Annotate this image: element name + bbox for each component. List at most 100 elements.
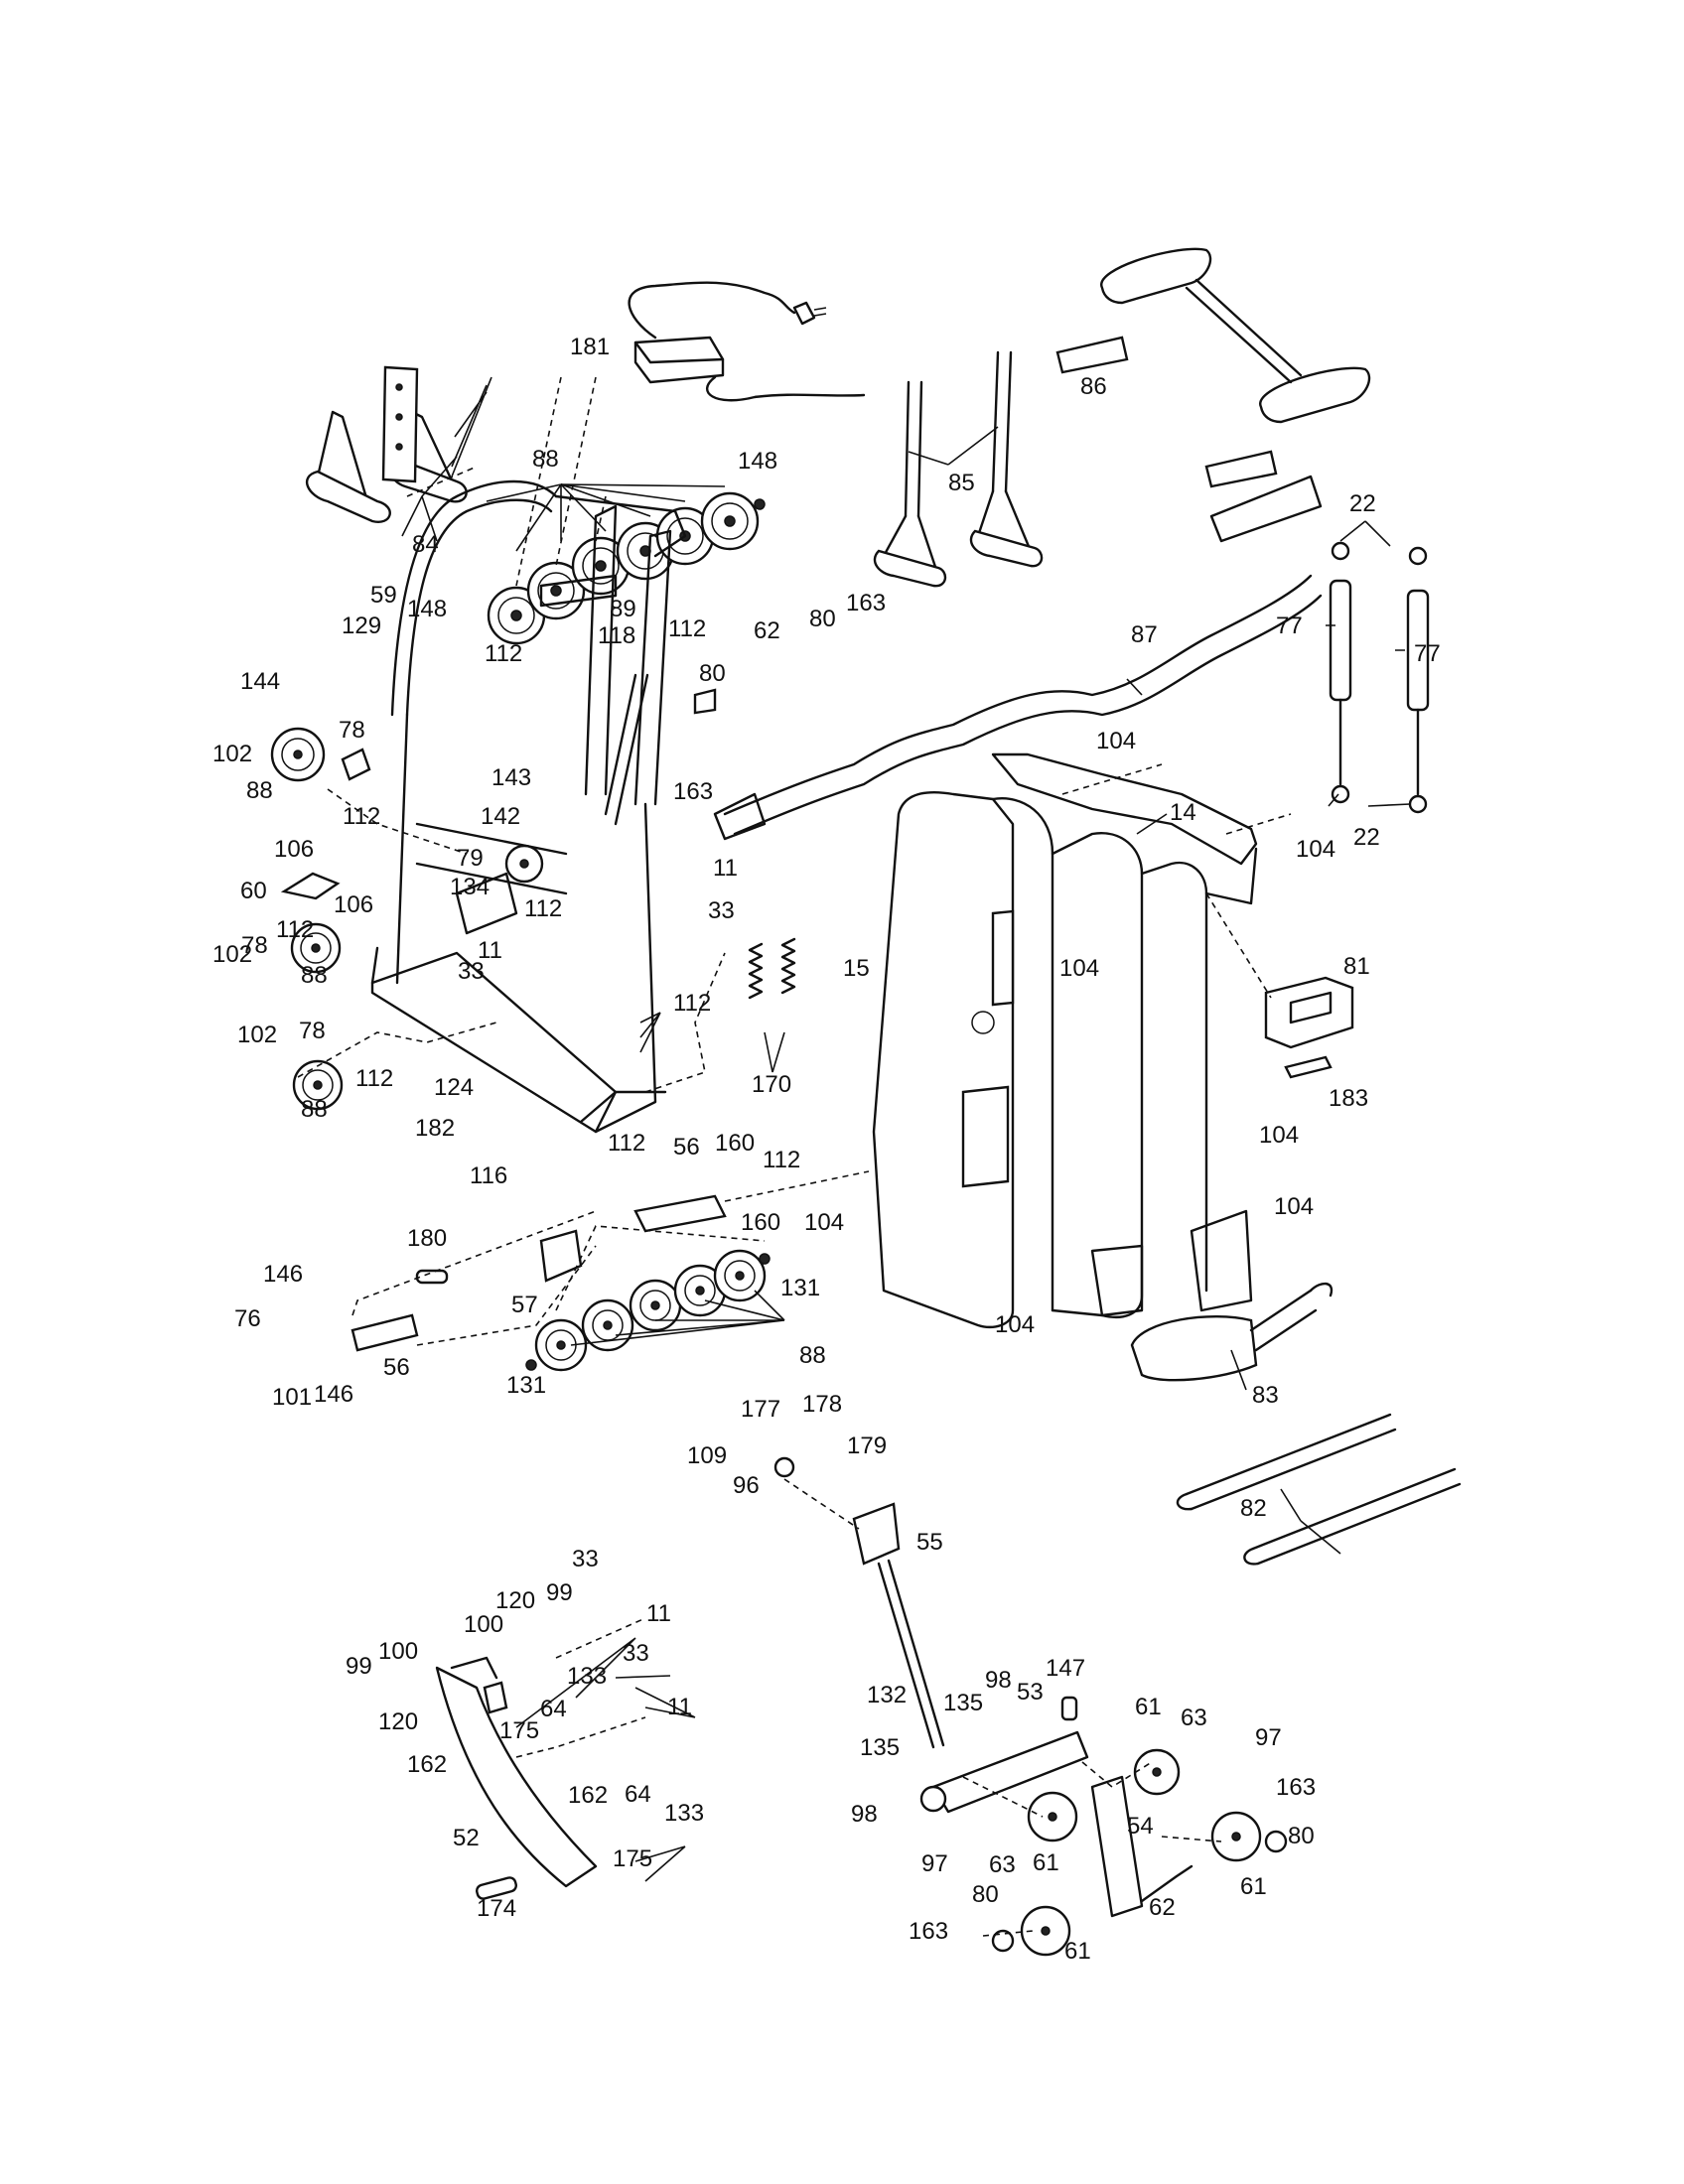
label-112-b: 112 (485, 640, 522, 667)
label-22-top: 22 (1349, 490, 1376, 517)
label-170: 170 (752, 1071, 791, 1098)
frame-124-part (370, 479, 687, 1134)
label-80-b: 80 (699, 660, 726, 687)
label-53: 53 (1017, 1679, 1044, 1706)
label-144: 144 (240, 668, 280, 695)
label-99: 99 (546, 1579, 573, 1606)
label-112-c: 112 (343, 803, 380, 830)
label-109: 109 (687, 1442, 727, 1469)
label-162: 162 (407, 1751, 447, 1778)
label-33-b: 33 (458, 958, 485, 985)
label-79: 79 (457, 845, 484, 872)
label-147: 147 (1046, 1655, 1085, 1682)
label-80-c: 80 (1288, 1823, 1315, 1849)
label-62-b: 62 (1149, 1894, 1176, 1921)
label-163-c: 163 (1276, 1774, 1316, 1801)
label-174: 174 (477, 1895, 516, 1922)
label-102-b: 102 (212, 941, 252, 968)
label-146-b: 146 (314, 1381, 353, 1408)
label-14: 14 (1170, 799, 1196, 826)
label-100: 100 (464, 1611, 503, 1638)
label-97: 97 (1255, 1724, 1282, 1751)
part-labels: 181 86 88 148 84 85 22 59 148 89 112 118… (212, 334, 1441, 1965)
label-135: 135 (943, 1690, 983, 1716)
label-11-d: 11 (667, 1694, 692, 1720)
label-146: 146 (263, 1261, 303, 1288)
label-182: 182 (415, 1115, 455, 1142)
label-63: 63 (1181, 1705, 1207, 1731)
label-112-h: 112 (608, 1130, 645, 1157)
label-89: 89 (610, 596, 636, 622)
label-98: 98 (985, 1667, 1012, 1694)
arm-52-part (435, 1656, 598, 1900)
label-33: 33 (708, 897, 735, 924)
label-178: 178 (802, 1391, 842, 1418)
alignment-lines (297, 376, 1292, 1937)
label-60: 60 (240, 878, 267, 904)
label-82: 82 (1240, 1495, 1267, 1522)
label-62: 62 (754, 617, 780, 644)
label-76: 76 (234, 1305, 261, 1332)
label-163-d: 163 (909, 1918, 948, 1945)
label-56: 56 (673, 1134, 700, 1160)
label-11: 11 (713, 855, 738, 882)
label-104-b: 104 (1296, 836, 1335, 863)
discs-61-part (991, 1748, 1288, 1957)
bracket-81-part (1264, 976, 1354, 1079)
strap-handles-85-part (873, 350, 1044, 588)
springs-170-part (748, 937, 796, 1000)
label-78-c: 78 (299, 1018, 326, 1044)
label-11-b: 11 (478, 937, 502, 964)
straps-82-part (1176, 1413, 1462, 1566)
label-78-b: 78 (241, 932, 268, 959)
label-104-f: 104 (804, 1209, 844, 1236)
label-59: 59 (370, 582, 397, 609)
label-99-b: 99 (346, 1653, 372, 1680)
label-175: 175 (499, 1717, 539, 1744)
leg-bar-86-part (1055, 247, 1371, 488)
label-104-d: 104 (1259, 1122, 1299, 1149)
label-55: 55 (916, 1529, 943, 1556)
ankle-strap-83-part (1130, 1282, 1333, 1382)
label-80-d: 80 (972, 1881, 999, 1908)
leader-lines (401, 376, 1411, 1882)
gas-spring-right (1406, 546, 1430, 814)
label-80: 80 (809, 606, 836, 632)
label-61: 61 (1135, 1694, 1162, 1720)
label-112-g: 112 (355, 1065, 393, 1092)
label-56-b: 56 (383, 1354, 410, 1381)
label-104-g: 104 (995, 1311, 1035, 1338)
power-adapter-part (628, 281, 866, 402)
label-179: 179 (847, 1433, 887, 1459)
label-78: 78 (339, 717, 365, 744)
label-133: 133 (567, 1663, 607, 1690)
label-180: 180 (407, 1225, 447, 1252)
label-143: 143 (491, 764, 531, 791)
label-100-b: 100 (378, 1638, 418, 1665)
label-87: 87 (1131, 621, 1158, 648)
label-102-c: 102 (237, 1022, 277, 1048)
label-148: 148 (738, 448, 777, 475)
label-98-b: 98 (851, 1801, 878, 1828)
label-33-d: 33 (623, 1640, 649, 1667)
label-104-c: 104 (1059, 955, 1099, 982)
label-22-bottom: 22 (1353, 824, 1380, 851)
label-84: 84 (412, 531, 439, 558)
label-64: 64 (540, 1696, 567, 1722)
side-pulleys (270, 688, 717, 1111)
label-64-b: 64 (625, 1781, 651, 1808)
label-183: 183 (1329, 1085, 1368, 1112)
label-88-e: 88 (799, 1342, 826, 1369)
label-88: 88 (532, 446, 559, 473)
label-61-c: 61 (1240, 1873, 1267, 1900)
label-112: 112 (668, 615, 706, 642)
label-102: 102 (212, 741, 252, 767)
shroud-15-part (872, 752, 1258, 1329)
label-101: 101 (272, 1384, 312, 1411)
label-175-b: 175 (613, 1845, 652, 1872)
gas-spring-left (1329, 541, 1352, 804)
label-142: 142 (481, 803, 520, 830)
label-118: 118 (598, 622, 635, 649)
label-33-c: 33 (572, 1546, 599, 1572)
